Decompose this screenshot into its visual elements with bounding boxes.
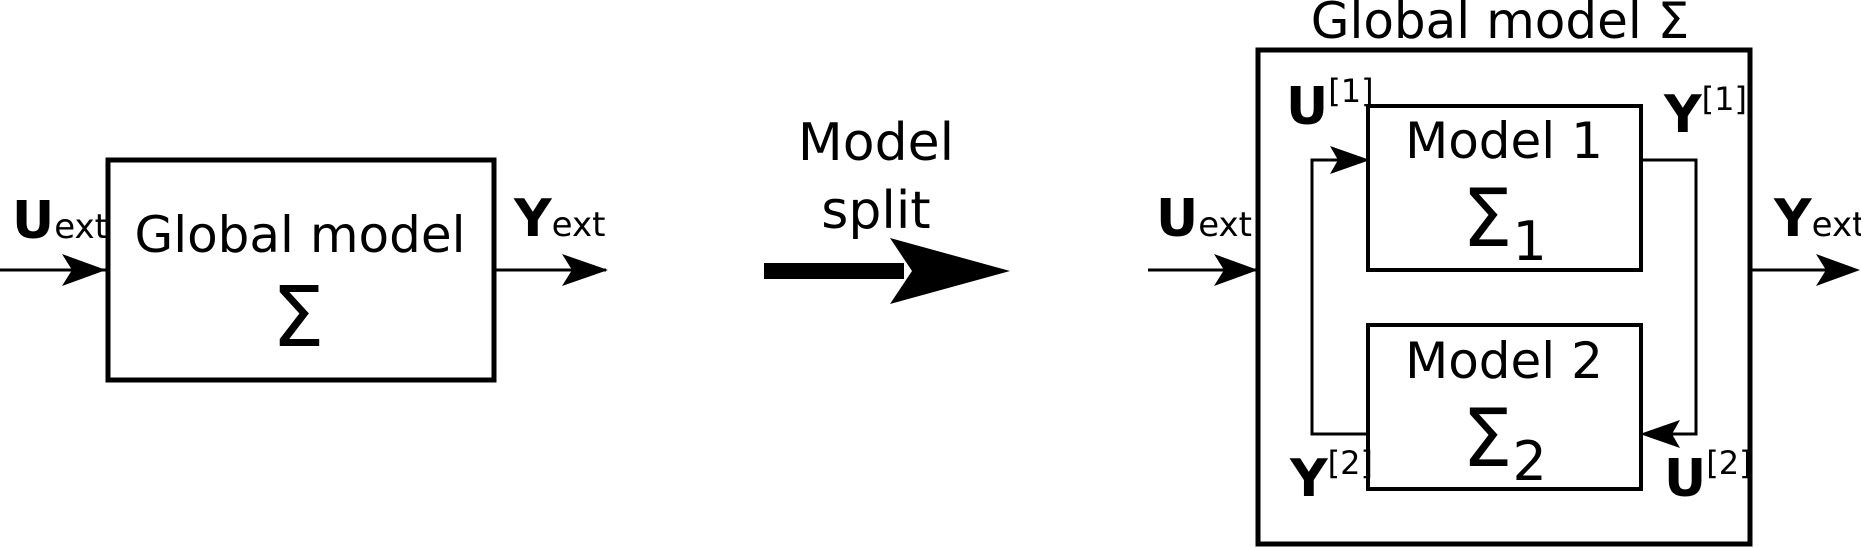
u2-main: U (1664, 449, 1706, 509)
left-input-main: U (12, 191, 54, 251)
right-output-sub: ext (1812, 205, 1861, 245)
left-input-label: Uext (12, 191, 108, 251)
left-output-arrowhead (562, 254, 608, 286)
u1-sup: [1] (1328, 72, 1373, 110)
global-model-block (105, 157, 497, 383)
right-output-main: Y (1773, 189, 1813, 249)
right-output-arrowhead (1816, 254, 1860, 286)
left-output-label: Yext (513, 189, 605, 249)
feedback-y1-to-u2-arrowhead (1640, 420, 1680, 448)
y2-main: Y (1289, 449, 1329, 509)
global-model-title: Global model (134, 206, 465, 264)
u2-label: U[2] (1664, 444, 1752, 509)
model2-symbol-group: Σ2 (1462, 392, 1547, 493)
right-input-label: Uext (1156, 189, 1252, 249)
model2-block (1366, 323, 1643, 491)
model2-title: Model 2 (1405, 332, 1603, 390)
feedback-y1-to-u2 (1641, 158, 1698, 436)
u2-sup: [2] (1706, 444, 1751, 482)
right-outer-block (1255, 47, 1753, 547)
left-input-sub: ext (54, 207, 108, 247)
y1-sup: [1] (1702, 80, 1747, 118)
right-input-sub: ext (1198, 205, 1252, 245)
right-title: Global model Σ (1311, 0, 1690, 50)
model1-sub: 1 (1513, 210, 1547, 273)
feedback-y2-to-u1 (1310, 158, 1368, 436)
model2-sub: 2 (1513, 430, 1547, 493)
left-output-sub: ext (552, 205, 606, 245)
model1-symbol: Σ (1462, 172, 1513, 265)
right-output-label: Yext (1773, 189, 1861, 249)
global-model-symbol: Σ (271, 268, 324, 366)
left-input-arrowhead (62, 254, 106, 286)
split-label-line1: Model (798, 113, 954, 173)
right-input-arrowhead (1214, 254, 1258, 286)
u1-main: U (1286, 77, 1328, 137)
split-arrowhead (890, 238, 1010, 304)
model1-symbol-group: Σ1 (1462, 172, 1547, 273)
left-output-main: Y (513, 189, 553, 249)
split-arrow-shaft (764, 263, 904, 279)
model1-title: Model 1 (1405, 112, 1603, 170)
y2-sup: [2] (1328, 444, 1373, 482)
model2-symbol: Σ (1462, 392, 1513, 485)
right-input-main: U (1156, 189, 1198, 249)
u1-label: U[1] (1286, 72, 1374, 137)
split-label-line2: split (821, 181, 930, 241)
y1-label: Y[1] (1663, 80, 1747, 145)
y1-main: Y (1663, 85, 1703, 145)
feedback-y2-to-u1-arrowhead (1330, 146, 1370, 174)
model1-block (1366, 104, 1643, 272)
y2-label: Y[2] (1289, 444, 1373, 509)
